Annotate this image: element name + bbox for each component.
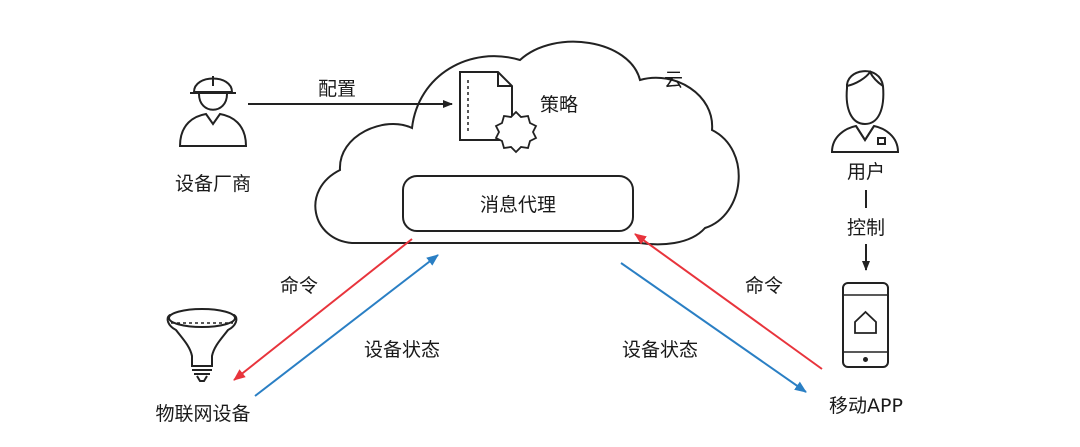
smartphone-home-icon bbox=[842, 282, 889, 368]
status-label-left: 设备状态 bbox=[364, 339, 440, 361]
mobile-app-label: 移动APP bbox=[829, 395, 903, 417]
lightbulb-icon bbox=[166, 308, 238, 382]
configure-label: 配置 bbox=[318, 78, 356, 100]
status-arrow-left bbox=[254, 254, 439, 397]
engineer-hardhat-icon bbox=[178, 76, 248, 147]
message-broker-box bbox=[402, 175, 634, 232]
control-label: 控制 bbox=[847, 217, 885, 239]
user-label: 用户 bbox=[847, 161, 885, 183]
iot-device-label: 物联网设备 bbox=[155, 403, 250, 425]
status-label-right: 设备状态 bbox=[622, 339, 698, 361]
policy-label: 策略 bbox=[540, 94, 578, 116]
command-arrow-left bbox=[233, 238, 413, 381]
cloud-label: 云 bbox=[664, 69, 683, 91]
gear-icon bbox=[494, 110, 538, 154]
manufacturer-label: 设备厂商 bbox=[175, 173, 251, 195]
command-label-right: 命令 bbox=[745, 275, 783, 297]
user-icon bbox=[830, 70, 900, 153]
policy-document-icon bbox=[459, 71, 513, 141]
status-arrow-right bbox=[620, 262, 807, 393]
message-broker-label: 消息代理 bbox=[480, 194, 556, 216]
command-arrow-right bbox=[634, 233, 823, 370]
command-label-left: 命令 bbox=[280, 275, 318, 297]
